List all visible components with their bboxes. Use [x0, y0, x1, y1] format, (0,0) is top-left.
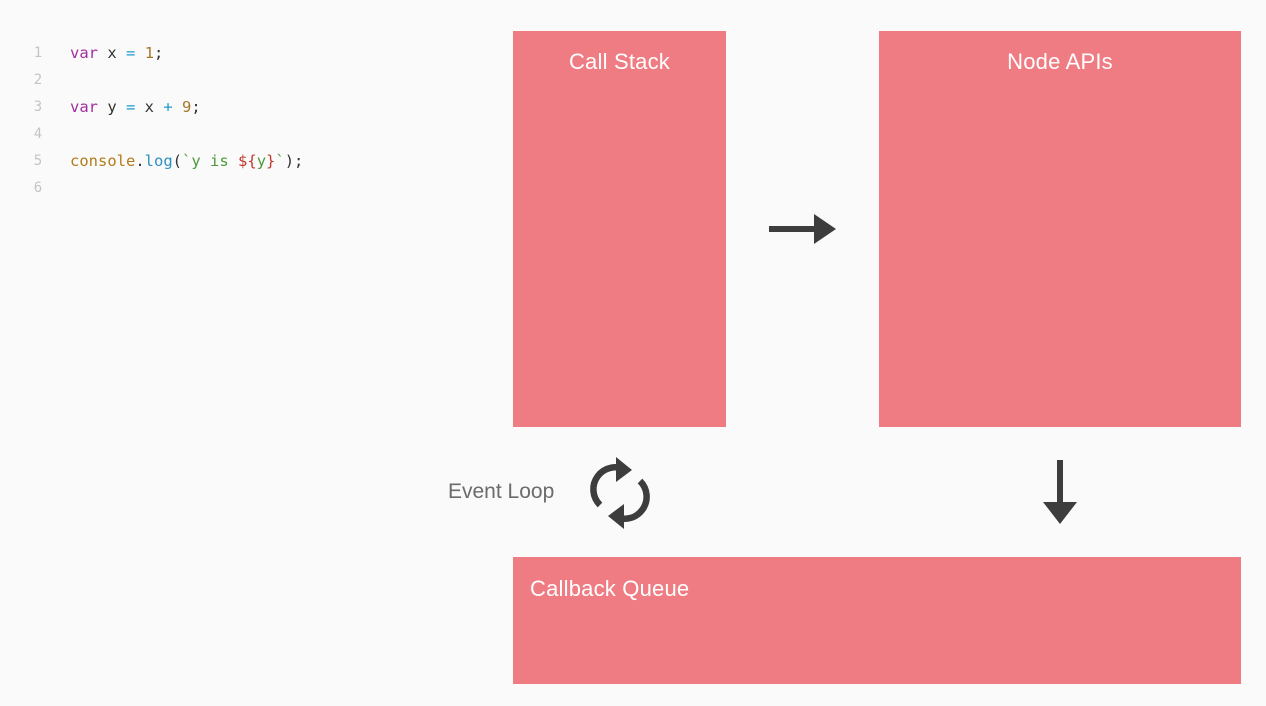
call-stack-title: Call Stack: [568, 49, 671, 74]
code-token: ;: [154, 44, 164, 62]
code-token: y: [98, 98, 126, 116]
code-text: console.log(`y is ${y}`);: [70, 148, 303, 175]
code-token: .: [135, 152, 145, 170]
node-apis-box: Node APIs: [879, 31, 1241, 427]
refresh-cycle-icon: [590, 457, 650, 529]
node-apis-title: Node APIs: [1007, 49, 1113, 74]
arrow-right-icon: [769, 214, 836, 244]
code-token: );: [284, 152, 304, 170]
code-token: [135, 44, 144, 62]
code-text: var x = 1;: [70, 40, 163, 67]
line-number: 5: [33, 153, 43, 169]
code-token: [173, 98, 182, 116]
code-token: var: [70, 98, 98, 116]
code-token: (: [172, 152, 183, 170]
callback-queue-title: Callback Queue: [530, 576, 690, 601]
line-number: 3: [33, 99, 43, 115]
code-token: x: [98, 44, 126, 62]
code-token: console: [70, 152, 136, 170]
event-loop-label: Event Loop: [448, 480, 555, 503]
call-stack-box: Call Stack: [513, 31, 726, 427]
code-token: 9: [182, 98, 192, 116]
code-token: 1: [144, 44, 155, 62]
code-token: var: [70, 44, 98, 62]
line-number: 2: [33, 72, 43, 88]
code-token: ;: [191, 98, 201, 116]
code-token: =: [126, 98, 136, 116]
line-number: 4: [33, 126, 43, 142]
line-number: 6: [33, 180, 43, 196]
arrow-down-icon: [1043, 460, 1077, 524]
code-token: `: [275, 152, 285, 170]
code-token: x: [135, 98, 164, 116]
code-text: var y = x + 9;: [70, 94, 201, 121]
line-number: 1: [33, 45, 43, 61]
code-token: }: [266, 152, 276, 170]
code-token: =: [126, 44, 136, 62]
code-token: y: [256, 152, 267, 170]
code-token: log: [144, 152, 173, 170]
code-token: ${: [238, 152, 257, 170]
callback-queue-box: Callback Queue: [513, 557, 1241, 684]
code-token: `y is: [182, 152, 239, 170]
code-token: +: [163, 98, 173, 116]
